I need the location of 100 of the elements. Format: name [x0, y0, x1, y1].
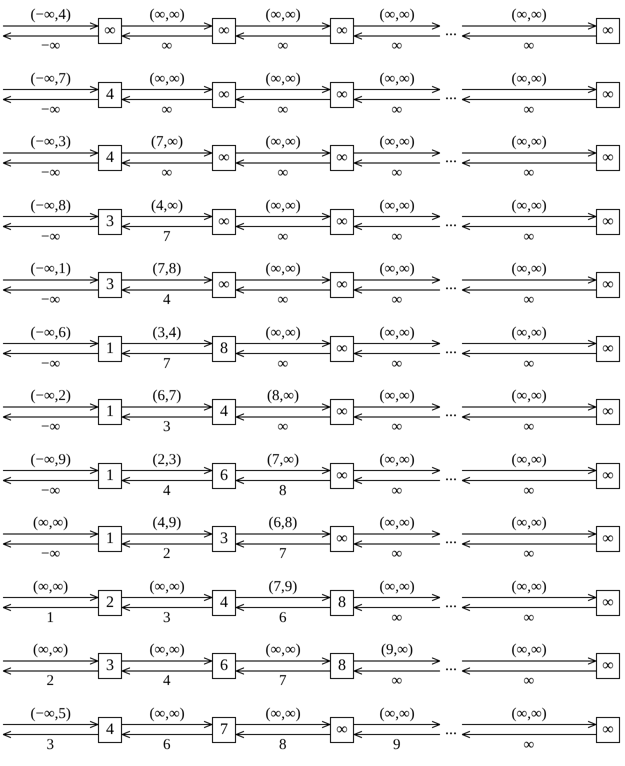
- edge-label: (∞,∞): [378, 70, 416, 86]
- edge-label: (∞,∞): [378, 388, 416, 404]
- arrow: [235, 540, 330, 548]
- cell-box: ∞: [212, 18, 236, 44]
- arrow: [462, 530, 597, 538]
- arrow: [462, 86, 597, 94]
- edge-label: (−∞,1): [30, 261, 72, 277]
- cell-box: ∞: [330, 526, 354, 552]
- arrow: [236, 276, 331, 284]
- arrow: [353, 540, 440, 548]
- cell-box: 1: [98, 462, 122, 488]
- cell-box: 6: [212, 462, 236, 488]
- arrow: [122, 530, 213, 538]
- cell-box: ∞: [330, 336, 354, 362]
- edge-label: (∞,∞): [510, 642, 548, 658]
- arrow: [353, 730, 440, 738]
- cell-box: ∞: [596, 716, 620, 742]
- arrow: [235, 413, 330, 421]
- arrow: [122, 403, 213, 411]
- cell-box: ∞: [212, 208, 236, 234]
- cell-box: ∞: [212, 82, 236, 108]
- arrow: [353, 667, 440, 675]
- edge-label: (−∞,8): [30, 198, 72, 214]
- arrow: [236, 22, 331, 30]
- edge-label: (−∞,6): [30, 324, 72, 340]
- edge-label: (∞,∞): [264, 7, 302, 23]
- arrow: [236, 594, 331, 602]
- edge-label: 8: [278, 482, 288, 498]
- arrow: [3, 149, 99, 157]
- arrow: [461, 350, 596, 358]
- edge-label: (∞,∞): [148, 706, 186, 722]
- arrow: [2, 730, 98, 738]
- arrow: [235, 476, 330, 484]
- ellipsis-text: ...: [440, 336, 462, 362]
- arrow: [354, 22, 441, 30]
- edge-label: (7,8): [152, 261, 182, 277]
- edge-label: 3: [162, 610, 172, 626]
- edge-label: (∞,∞): [510, 515, 548, 531]
- edge-label: (∞,∞): [32, 515, 70, 531]
- cell-box: 4: [98, 145, 122, 171]
- arrow: [3, 22, 99, 30]
- arrow: [353, 350, 440, 358]
- edge-label: (7,∞): [150, 134, 184, 150]
- arrow: [353, 32, 440, 40]
- arrow: [235, 350, 330, 358]
- arrow: [121, 476, 212, 484]
- edge-label: (∞,∞): [264, 198, 302, 214]
- edge-label: (3,4): [152, 324, 182, 340]
- edge-label: (∞,∞): [510, 261, 548, 277]
- cell-box: ∞: [596, 145, 620, 171]
- cell-box: ∞: [596, 462, 620, 488]
- edge-label: (9,∞): [380, 642, 414, 658]
- cell-box: 4: [212, 399, 236, 425]
- cell-box: 4: [212, 590, 236, 616]
- ellipsis-text: ...: [440, 18, 462, 44]
- arrow: [121, 222, 212, 230]
- edge-label: (∞,∞): [378, 198, 416, 214]
- arrow: [354, 86, 441, 94]
- arrow: [122, 657, 213, 665]
- cell-box: 3: [98, 653, 122, 679]
- arrow: [461, 222, 596, 230]
- cell-box: 3: [98, 208, 122, 234]
- arrow: [3, 466, 99, 474]
- edge-label: (∞,∞): [510, 70, 548, 86]
- arrow: [121, 350, 212, 358]
- edge-label: (∞,∞): [510, 452, 548, 468]
- cell-box: ∞: [330, 716, 354, 742]
- cell-box: 7: [212, 716, 236, 742]
- arrow: [2, 32, 98, 40]
- arrow: [354, 657, 441, 665]
- edge-label: (∞,∞): [148, 578, 186, 594]
- arrow: [235, 286, 330, 294]
- arrow: [461, 730, 596, 738]
- cell-box: ∞: [596, 272, 620, 298]
- cell-box: ∞: [330, 82, 354, 108]
- edge-label: (2,3): [152, 452, 182, 468]
- arrow: [122, 276, 213, 284]
- edge-label: (∞,∞): [378, 7, 416, 23]
- arrow: [461, 667, 596, 675]
- arrow: [235, 667, 330, 675]
- edge-label: (∞,∞): [510, 134, 548, 150]
- arrow: [353, 159, 440, 167]
- edge-label: (8,∞): [266, 388, 300, 404]
- arrow: [2, 222, 98, 230]
- edge-label: (∞,∞): [264, 70, 302, 86]
- arrow: [3, 340, 99, 348]
- arrow: [121, 413, 212, 421]
- cell-box: ∞: [330, 399, 354, 425]
- arrow: [354, 276, 441, 284]
- edge-label: (∞,∞): [510, 578, 548, 594]
- arrow: [354, 720, 441, 728]
- arrow: [235, 32, 330, 40]
- arrow: [2, 604, 98, 612]
- arrow: [235, 604, 330, 612]
- edge-label: (−∞,2): [30, 388, 72, 404]
- cell-box: ∞: [212, 272, 236, 298]
- edge-label: 3: [46, 736, 55, 752]
- edge-label: 9: [392, 736, 402, 752]
- cell-box: ∞: [330, 208, 354, 234]
- ellipsis-text: ...: [440, 272, 462, 298]
